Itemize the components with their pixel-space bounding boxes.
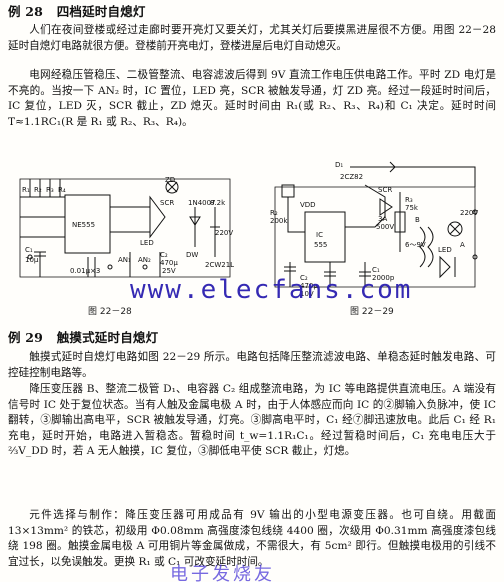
example-29-title: 触摸式延时自熄灯	[56, 330, 159, 345]
svg-text:2000p: 2000p	[372, 274, 395, 282]
svg-text:SCR: SCR	[160, 199, 174, 207]
svg-text:200k: 200k	[270, 217, 288, 225]
svg-text:R₁: R₁	[22, 186, 30, 194]
svg-text:R₂: R₂	[34, 186, 42, 194]
svg-text:R₃: R₃	[46, 186, 54, 194]
svg-text:220V: 220V	[460, 209, 478, 217]
svg-text:500V: 500V	[376, 223, 394, 231]
site-watermark: www.elecfans.com	[130, 275, 413, 305]
example-29-heading: 例 29 触摸式延时自熄灯	[8, 330, 158, 346]
svg-text:10V: 10V	[300, 290, 314, 298]
svg-text:470μ: 470μ	[300, 282, 318, 290]
example-28-number: 例 28	[8, 4, 44, 19]
example-29-paragraph-2: 降压变压器 B、整流二极管 D₁、电容器 C₂ 组成整流电路，为 IC 等电路提…	[8, 383, 496, 457]
svg-text:3A: 3A	[378, 215, 387, 223]
example-28-paragraph-2: 电网经稳压管稳压、二极管整流、电容滤波后得到 9V 直流工作电压供电路工作。平时…	[8, 69, 496, 128]
figure-22-28-caption: 图 22－28	[88, 307, 132, 317]
svg-text:2CW21L: 2CW21L	[205, 261, 234, 269]
svg-text:C₁: C₁	[25, 246, 33, 254]
svg-text:1N4007: 1N4007	[188, 199, 216, 207]
example-29-paragraph-1: 触摸式延时自熄灯电路如图 22－29 所示。电路包括降压整流滤波电路、单稳态延时…	[8, 351, 496, 379]
svg-text:75k: 75k	[405, 204, 419, 212]
site-watermark-chinese: 电子发烧友	[170, 564, 275, 585]
svg-text:SCR: SCR	[378, 186, 392, 194]
svg-text:ZD: ZD	[165, 176, 175, 184]
example-28-heading: 例 28 四档延时自熄灯	[8, 4, 146, 20]
svg-text:LED: LED	[140, 239, 154, 247]
svg-text:VDD: VDD	[300, 201, 316, 209]
svg-text:IC: IC	[316, 231, 323, 239]
svg-text:470μ: 470μ	[160, 259, 178, 267]
figure-22-29-caption: 图 22－29	[350, 307, 394, 317]
svg-text:R₄: R₄	[58, 186, 66, 194]
svg-text:AN₁: AN₁	[118, 256, 131, 264]
svg-text:C₂: C₂	[300, 274, 308, 282]
lamp-zd	[165, 180, 179, 194]
ne555-chip	[64, 194, 111, 254]
example-29-number: 例 29	[8, 330, 44, 345]
svg-text:10μ: 10μ	[25, 256, 39, 264]
svg-text:B: B	[415, 216, 420, 224]
svg-text:220V: 220V	[215, 229, 233, 237]
svg-text:25V: 25V	[162, 267, 176, 275]
circuit-figures: R₁ R₂ R₃ R₄ NE555 C₁ 10μ AN₁ AN₂ 0.01μ×3 SCR Z…	[0, 157, 504, 327]
svg-text:LED: LED	[438, 246, 452, 254]
example-28-paragraph-1: 人们在夜间登楼或经过走廊时要开亮灯又要关灯，尤其关灯后要摸黑进屋很不方便。用图 …	[8, 24, 496, 52]
svg-text:AN₂: AN₂	[138, 256, 151, 264]
example-29-paragraph-3: 元件选择与制作：降压变压器可用成品有 9V 输出的小型电源变压器。也可自绕。用截…	[8, 509, 496, 568]
svg-text:D₁: D₁	[335, 161, 343, 169]
svg-text:R₃: R₃	[405, 196, 413, 204]
svg-text:DW: DW	[186, 251, 198, 259]
svg-text:A: A	[460, 241, 465, 249]
svg-text:8.2k: 8.2k	[210, 199, 226, 207]
svg-text:555: 555	[314, 241, 327, 249]
example-28-title: 四档延时自熄灯	[56, 4, 146, 19]
circuit-diagram-svg: R₁ R₂ R₃ R₄ NE555 C₁ 10μ AN₁ AN₂ 0.01μ×3 SCR Z…	[19, 161, 478, 298]
svg-text:C₂: C₂	[160, 251, 168, 259]
svg-text:C₁: C₁	[372, 266, 380, 274]
svg-text:6～9V: 6～9V	[405, 241, 426, 249]
svg-text:0.01μ×3: 0.01μ×3	[70, 267, 100, 275]
ic-555-chip	[304, 211, 346, 263]
svg-text:NE555: NE555	[72, 221, 95, 229]
svg-text:R₂: R₂	[270, 209, 278, 217]
svg-text:2CZ82: 2CZ82	[340, 173, 363, 181]
